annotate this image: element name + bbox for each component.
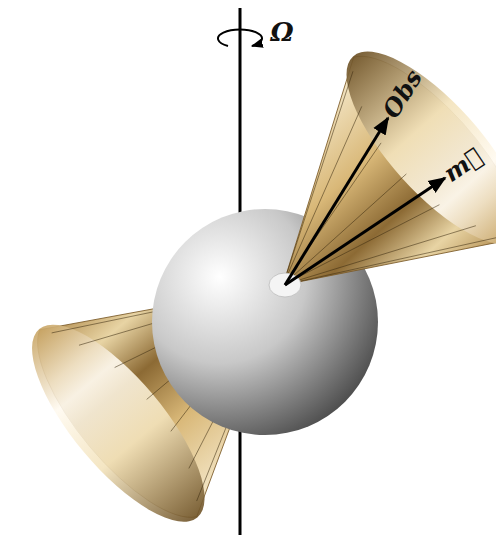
omega-label: Ω: [270, 19, 293, 45]
magnetic-axis-arrow: [285, 178, 445, 285]
observer-arrow: [285, 118, 388, 285]
upper-cone: [201, 26, 496, 376]
rotation-arrow: [218, 29, 262, 46]
